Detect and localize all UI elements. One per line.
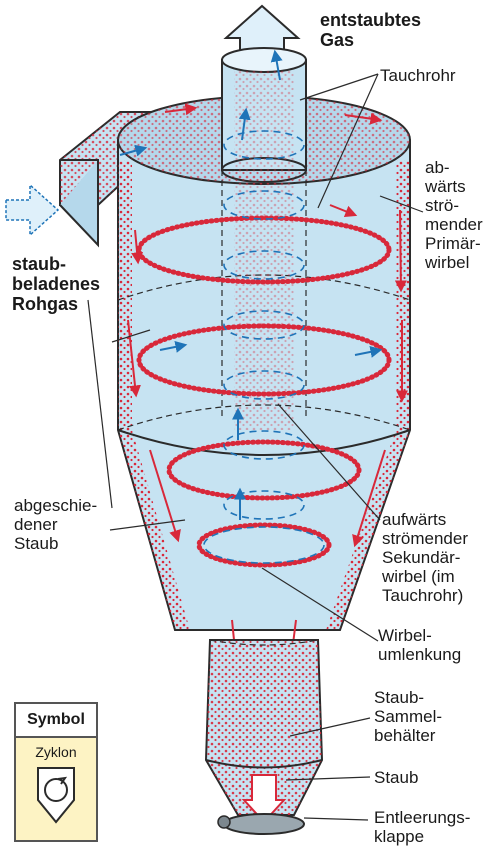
label-separated-dust-line-3: Staub (14, 534, 97, 553)
label-discharge-valve: Entleerungs- klappe (374, 808, 470, 846)
label-collector: Staub- Sammel- behälter (374, 688, 442, 745)
label-primary-vortex-line-1: ab- (425, 158, 483, 177)
label-secondary-vortex: aufwärts strömender Sekundär- wirbel (im… (382, 510, 468, 605)
label-dust: Staub (374, 768, 418, 787)
label-secondary-vortex-line-1: aufwärts (382, 510, 468, 529)
label-secondary-vortex-line-5: Tauchrohr) (382, 586, 468, 605)
label-separated-dust: abgeschie- dener Staub (14, 496, 97, 553)
label-dust-text: Staub (374, 768, 418, 787)
dust-collector (206, 640, 322, 822)
label-raw-gas: staub- beladenes Rohgas (12, 254, 100, 314)
label-vortex-reversal-line-2: umlenkung (378, 645, 461, 664)
label-discharge-valve-line-1: Entleerungs- (374, 808, 470, 827)
label-secondary-vortex-line-4: wirbel (im (382, 567, 468, 586)
label-secondary-vortex-line-2: strömender (382, 529, 468, 548)
label-discharge-valve-line-2: klappe (374, 827, 470, 846)
label-vortex-reversal: Wirbel- umlenkung (378, 626, 461, 664)
label-primary-vortex-line-3: strö- (425, 196, 483, 215)
label-vortex-reversal-line-1: Wirbel- (378, 626, 461, 645)
label-secondary-vortex-line-3: Sekundär- (382, 548, 468, 567)
label-raw-gas-line-3: Rohgas (12, 294, 100, 314)
label-tauchrohr-text: Tauchrohr (380, 66, 456, 85)
label-primary-vortex-line-2: wärts (425, 177, 483, 196)
symbol-name: Zyklon (16, 744, 96, 760)
label-collector-line-2: Sammel- (374, 707, 442, 726)
label-primary-vortex: ab- wärts strö- mender Primär- wirbel (425, 158, 483, 272)
label-collector-line-3: behälter (374, 726, 442, 745)
label-gas-out-line-2: Gas (320, 30, 421, 50)
symbol-box: Symbol Zyklon (14, 702, 98, 842)
label-separated-dust-line-2: dener (14, 515, 97, 534)
label-gas-out-line-1: entstaubtes (320, 10, 421, 30)
raw-gas-arrow (6, 185, 58, 235)
label-separated-dust-line-1: abgeschie- (14, 496, 97, 515)
label-raw-gas-line-1: staub- (12, 254, 100, 274)
label-gas-out: entstaubtes Gas (320, 10, 421, 50)
symbol-title: Symbol (16, 704, 96, 738)
label-raw-gas-line-2: beladenes (12, 274, 100, 294)
immersion-tube (222, 48, 306, 430)
label-primary-vortex-line-6: wirbel (425, 253, 483, 272)
label-collector-line-1: Staub- (374, 688, 442, 707)
label-primary-vortex-line-5: Primär- (425, 234, 483, 253)
cyclone-symbol-icon (16, 760, 96, 830)
discharge-valve (218, 814, 304, 834)
label-tauchrohr: Tauchrohr (380, 66, 456, 85)
label-primary-vortex-line-4: mender (425, 215, 483, 234)
